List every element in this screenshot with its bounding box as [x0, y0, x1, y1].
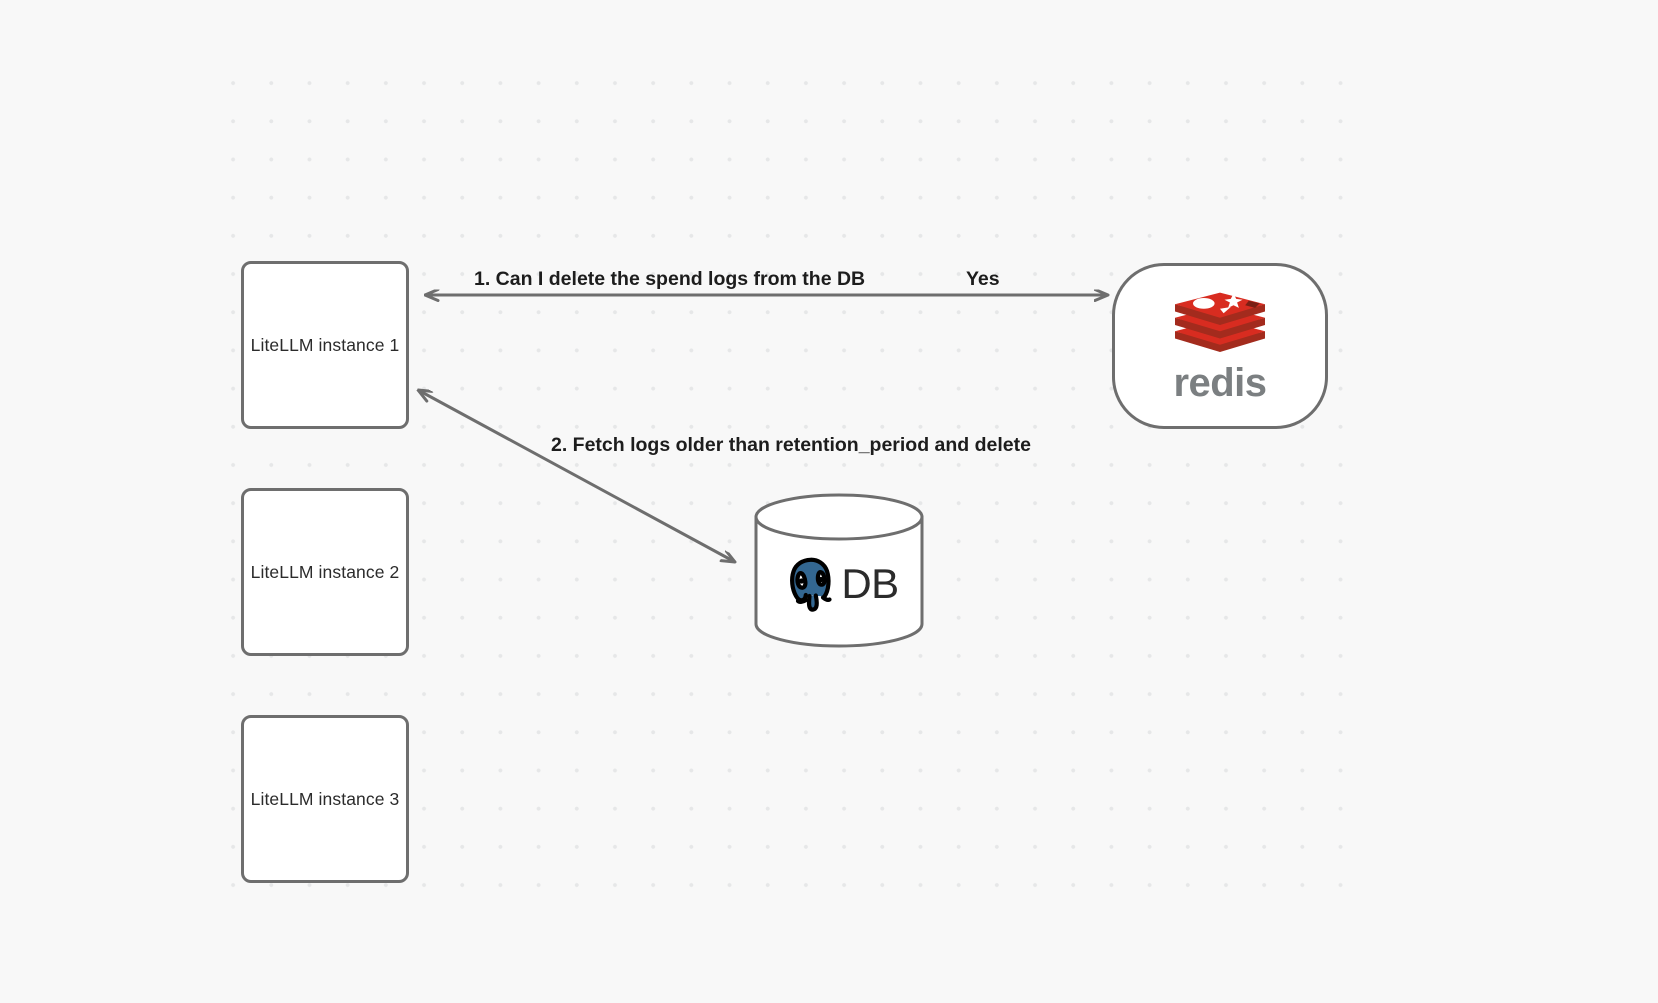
node-database[interactable]: DB — [753, 492, 925, 649]
node-litellm-instance-3-label: LiteLLM instance 3 — [250, 788, 400, 809]
database-label: DB — [841, 560, 899, 607]
redis-stack-icon — [1175, 292, 1265, 352]
node-litellm-instance-1-label: LiteLLM instance 1 — [250, 334, 400, 355]
edge-label-step-1-answer: Yes — [966, 268, 1000, 290]
database-label-group: DB — [753, 538, 925, 630]
redis-wordmark: redis — [1173, 361, 1267, 405]
node-litellm-instance-1[interactable]: LiteLLM instance 1 — [241, 261, 409, 429]
node-litellm-instance-2[interactable]: LiteLLM instance 2 — [241, 488, 409, 656]
node-litellm-instance-3[interactable]: LiteLLM instance 3 — [241, 715, 409, 883]
redis-logo: redis — [1150, 289, 1290, 403]
database-cylinder-icon — [754, 493, 924, 648]
edge-label-step-2: 2. Fetch logs older than retention_perio… — [551, 434, 1031, 456]
postgresql-elephant-icon — [790, 557, 832, 612]
node-redis[interactable]: redis — [1112, 263, 1328, 429]
edge-label-step-1: 1. Can I delete the spend logs from the … — [474, 268, 866, 290]
node-litellm-instance-2-label: LiteLLM instance 2 — [250, 561, 400, 582]
